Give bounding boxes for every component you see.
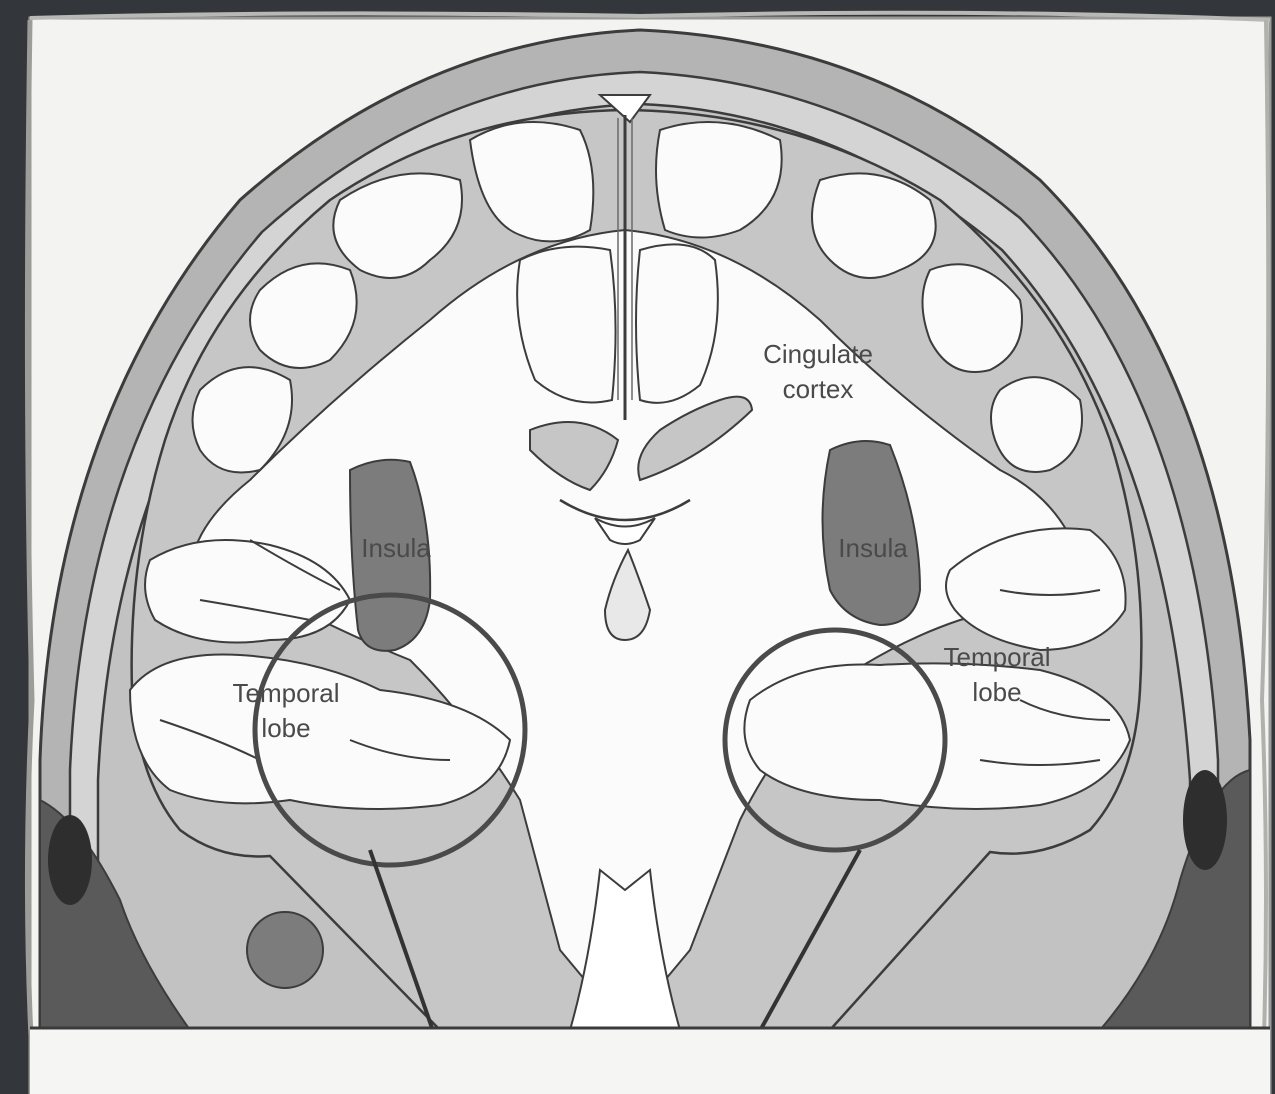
insula-right-label: Insula — [838, 533, 908, 563]
temporal-right-label-line1: Temporal — [944, 642, 1051, 672]
insula-left-label: Insula — [361, 533, 431, 563]
temporal-left-label-line1: Temporal — [233, 678, 340, 708]
temporal-right-label-line2: lobe — [972, 677, 1021, 707]
cingulate-label-line1: Cingulate — [763, 339, 873, 369]
cingulate-label-line2: cortex — [783, 374, 854, 404]
bottom-strip — [30, 1028, 1270, 1094]
temporal-left-label-line2: lobe — [261, 713, 310, 743]
